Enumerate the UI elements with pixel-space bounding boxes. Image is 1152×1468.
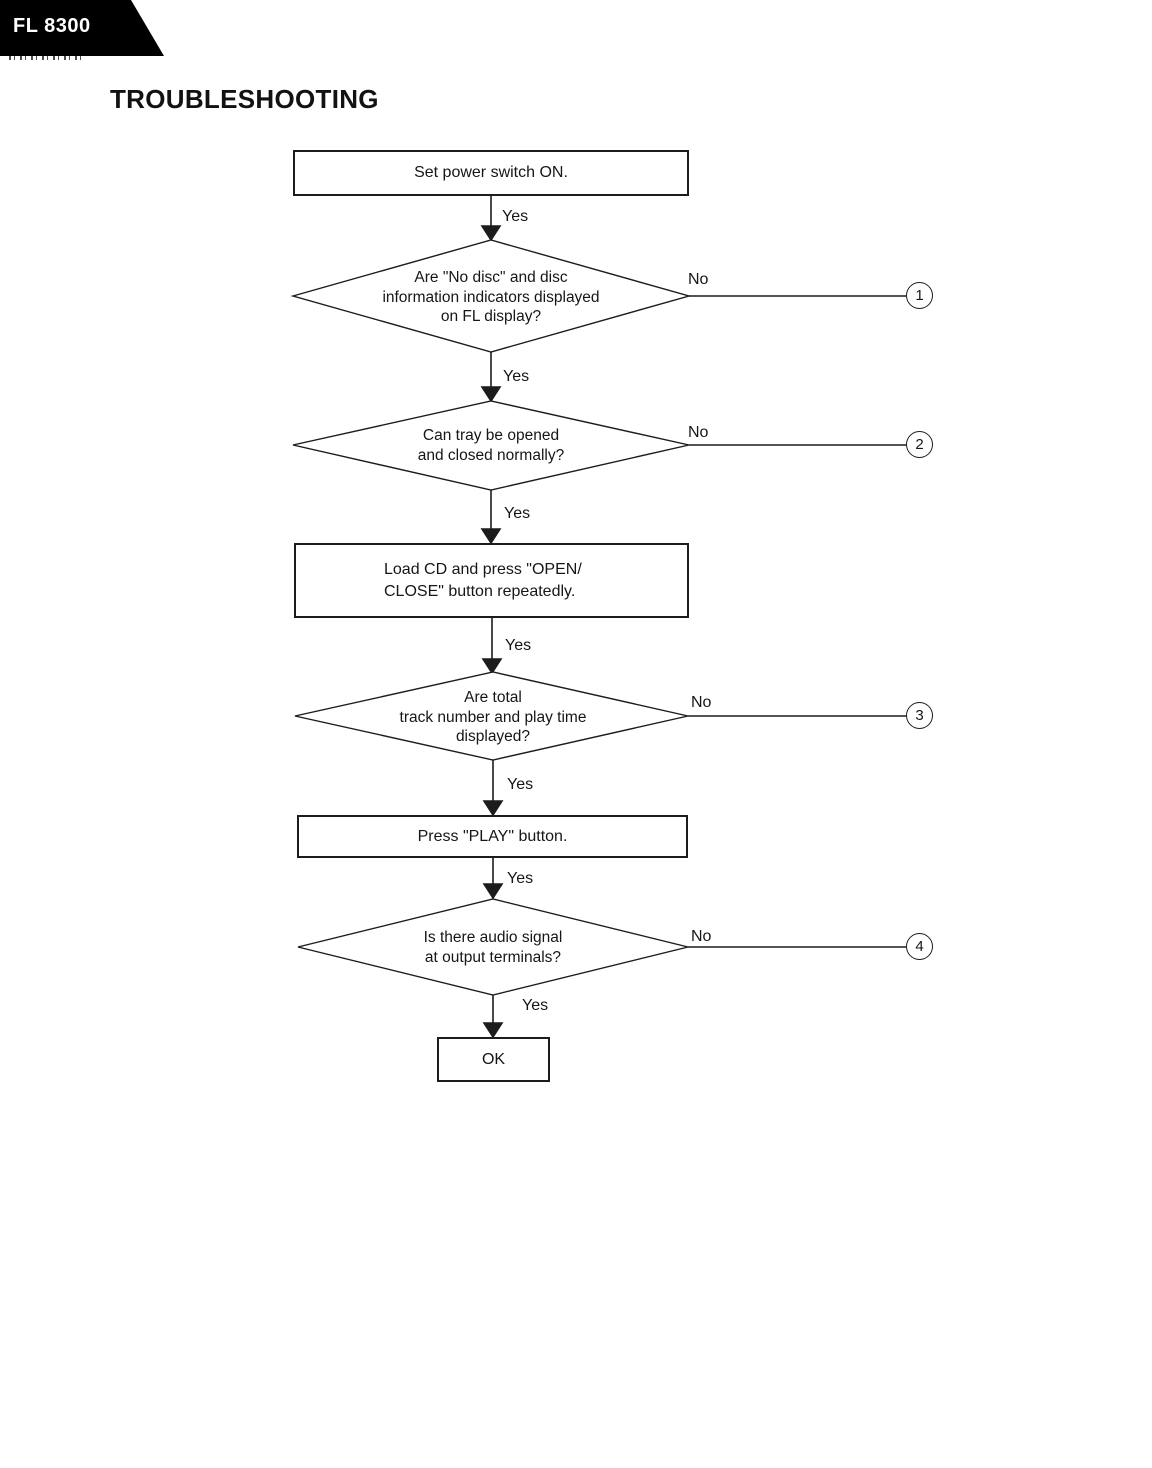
no-label: No [691,928,712,945]
arrowhead-icon [481,658,503,675]
decision-line: on FL display? [440,308,542,325]
yes-label: Yes [502,208,529,225]
decision-text-tray: Can tray be opened and closed normally? [326,426,656,465]
decision-line: information indicators displayed [382,288,600,306]
reference-circle-4: 4 [906,933,933,960]
process-label: Set power switch ON. [414,164,568,181]
reference-circle-3: 3 [906,702,933,729]
yes-label: Yes [507,870,534,887]
arrowhead-icon [482,800,504,817]
decision-line: at output terminals? [424,948,562,966]
yes-label: Yes [504,505,531,522]
arrowhead-icon [480,528,502,545]
decision-line: Is there audio signal [423,929,563,946]
decision-line: track number and play time [399,708,587,726]
decision-text-fl-display: Are "No disc" and disc information indic… [326,268,656,327]
decision-text-audio: Is there audio signal at output terminal… [328,928,658,967]
arrowhead-icon [480,386,502,403]
no-label: No [688,424,709,441]
reference-number: 4 [915,938,924,955]
process-label: Press "PLAY" button. [417,827,568,845]
process-box-load-cd: Load CD and press "OPEN/ CLOSE" button r… [294,543,689,618]
no-label: No [688,271,709,288]
decision-line: and closed normally? [417,446,565,464]
decision-line: displayed? [455,728,531,745]
reference-number: 3 [915,707,924,724]
decision-line: Can tray be opened [422,427,560,444]
decision-line: Are "No disc" and disc [414,269,568,286]
arrowhead-icon [480,225,502,242]
ok-label: OK [481,1050,506,1068]
process-label-line: Load CD and press "OPEN/ [384,560,582,578]
scan-artifact [9,56,83,60]
process-label-line: CLOSE" button repeatedly. [384,582,576,600]
reference-circle-1: 1 [906,282,933,309]
decision-line: Are total [464,689,522,706]
model-number-label: FL 8300 [13,14,91,37]
arrowhead-icon [482,1022,504,1039]
reference-number: 2 [915,436,924,453]
process-box-press-play: Press "PLAY" button. [297,815,688,858]
yes-label: Yes [507,776,534,793]
terminal-box-ok: OK [437,1037,550,1082]
arrowhead-icon [482,883,504,900]
yes-label: Yes [503,368,530,385]
decision-text-track-time: Are total track number and play time dis… [328,688,658,747]
page-title: TROUBLESHOOTING [110,84,379,114]
reference-circle-2: 2 [906,431,933,458]
yes-label: Yes [505,637,532,654]
reference-number: 1 [915,287,924,304]
process-box-power-on: Set power switch ON. [293,150,689,196]
no-label: No [691,694,712,711]
yes-label: Yes [522,997,549,1014]
